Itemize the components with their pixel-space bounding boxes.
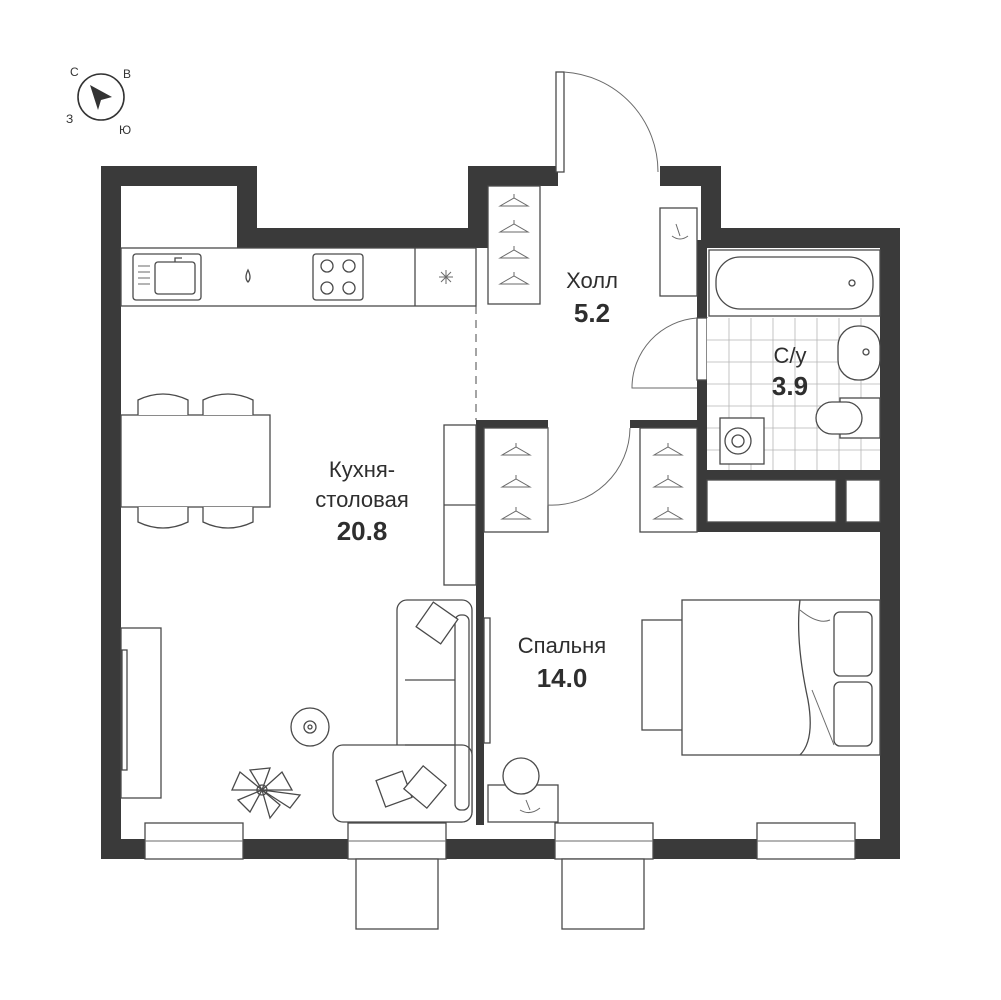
tv-icon [121, 649, 128, 771]
tv-cabinet [120, 627, 162, 799]
tv-stand [120, 627, 162, 799]
wall-bedroom-left [476, 420, 484, 825]
windows [144, 822, 856, 930]
hanger-icon [500, 507, 532, 520]
door-swing-arc [563, 71, 659, 173]
wall-hall-right-top [701, 166, 721, 248]
wall-hall-bottom-right [630, 420, 707, 428]
sink-icon [132, 253, 202, 301]
hanger-icon [652, 507, 684, 520]
closet-left [706, 479, 837, 523]
wall-bottom [101, 839, 900, 859]
sofa [332, 599, 473, 823]
wall-left [101, 166, 121, 859]
stove-icon [312, 253, 364, 301]
snowflake-icon [439, 270, 453, 284]
washing-machine [719, 417, 765, 465]
compass-north-label: С [70, 65, 79, 79]
hall-shelf [659, 207, 698, 297]
hanger-icon [500, 443, 532, 456]
nightstand [487, 757, 559, 823]
hanger-icon [652, 475, 684, 488]
wall-top-bath [701, 228, 900, 248]
bedroom-mirror [483, 617, 491, 744]
pillow [833, 611, 873, 677]
kitchen-area: 20.8 [337, 516, 388, 546]
dining-table [120, 414, 271, 508]
compass-ring [77, 73, 125, 121]
cushion [402, 764, 448, 810]
cushion [415, 601, 459, 645]
hall-area: 5.2 [574, 298, 610, 328]
closet-right [845, 479, 881, 523]
hanger-icon [498, 246, 530, 259]
compass-east-label: В [123, 67, 131, 81]
bathroom-name: С/у [774, 343, 807, 368]
bench [641, 619, 685, 731]
bathroom-door [631, 317, 708, 389]
chair [202, 507, 254, 529]
bathtub [708, 249, 881, 317]
wall-closet-divider [836, 470, 846, 532]
washbasin [837, 325, 881, 381]
hanger-icon [652, 443, 684, 456]
bedroom-name: Спальня [518, 633, 606, 658]
chair [202, 393, 254, 415]
lamp-icon [502, 757, 540, 795]
entrance-door [555, 71, 659, 173]
wardrobe [487, 185, 541, 305]
wall-bath-left-upper [697, 240, 707, 318]
coffee-table [290, 707, 330, 747]
hanger-icon [498, 220, 530, 233]
walls [101, 166, 900, 859]
hall-name: Холл [566, 268, 618, 293]
hanger-icon [500, 475, 532, 488]
kitchen-name-line2: столовая [315, 487, 409, 512]
wall-hall-left-top [468, 166, 488, 248]
hall-wardrobe [487, 185, 541, 305]
bathroom-fixtures [707, 249, 881, 470]
compass-west-label: З [66, 112, 73, 126]
chair [137, 507, 189, 529]
hanger-icon [498, 272, 530, 285]
wall-top-left [101, 166, 257, 186]
balcony-left [355, 858, 439, 930]
door-leaf [555, 71, 565, 173]
plant-icon [230, 767, 302, 820]
wall-hall-bottom-left [476, 420, 548, 428]
bed [641, 599, 881, 756]
bedroom-wardrobe-left [483, 427, 631, 533]
wall-right [880, 228, 900, 859]
balcony-right [561, 858, 645, 930]
hanger-icon [498, 194, 530, 207]
room-labels: Кухня- столовая 20.8 Холл 5.2 С/у 3.9 Сп… [315, 268, 808, 693]
bedroom-wardrobe-right [639, 427, 698, 533]
bathroom-door-swing [631, 317, 698, 389]
chair [137, 393, 189, 415]
bedroom-door-swing [547, 427, 631, 506]
wall-top-kitchen [237, 228, 488, 248]
compass: С В Ю З [66, 65, 131, 137]
wall-top-hall-left [468, 166, 558, 186]
dining-set [120, 393, 271, 529]
kitchen-counter [120, 247, 477, 307]
wall-bath-bottom [697, 470, 880, 480]
wall-closet-bottom [697, 522, 880, 532]
pillow [833, 681, 873, 747]
shoe-icon [671, 223, 689, 240]
compass-arrow-icon [90, 85, 112, 110]
wall-bath-left-lower [697, 380, 707, 530]
kitchen-name-line1: Кухня- [329, 457, 395, 482]
toilet [815, 401, 863, 435]
compass-south-label: Ю [119, 123, 131, 137]
bedroom-area: 14.0 [537, 663, 588, 693]
blanket-edge [797, 599, 811, 756]
bathroom-area: 3.9 [772, 371, 808, 401]
water-drop-icon [245, 268, 251, 283]
wall-bump-right [237, 166, 257, 248]
